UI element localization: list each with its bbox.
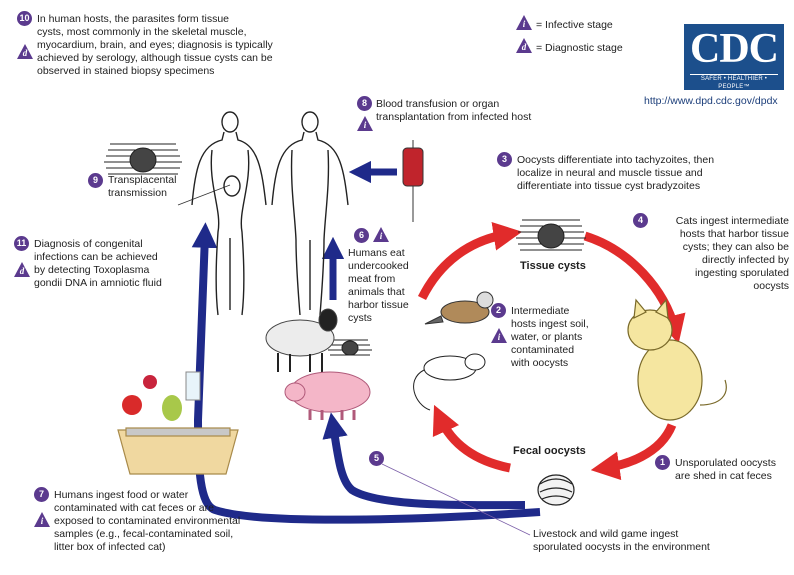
food-and-water-illustration (122, 372, 200, 421)
arrow-feces-to-rat (440, 418, 510, 468)
pig-illustration (285, 372, 370, 420)
step-9-badge: 9 (88, 173, 103, 188)
step-11-badge: 11 (14, 236, 29, 251)
tissue-cyst-glyph-livestock (328, 340, 372, 355)
step-1-badge: 1 (655, 455, 670, 470)
step-10-badge: 10 (17, 11, 32, 26)
step-2-badge: 2 (491, 303, 506, 318)
rat-illustration (414, 354, 485, 410)
tissue-cyst-glyph-main (516, 220, 586, 250)
sheep-illustration (266, 309, 337, 372)
fecal-oocysts-label: Fecal oocysts (513, 445, 586, 458)
step-5-badge: 5 (369, 451, 384, 466)
step-4-badge: 4 (633, 213, 648, 228)
infective-stage-legend: = Infective stage (536, 19, 613, 32)
step-7-badge: 7 (34, 487, 49, 502)
cdc-logo: CDC SAFER • HEALTHIER • PEOPLE™ (684, 24, 784, 90)
arrow-host-to-tissue (422, 234, 508, 298)
litter-box-illustration (118, 428, 238, 474)
tissue-cyst-glyph-human (104, 144, 182, 174)
cdc-url-link[interactable]: http://www.dpd.cdc.gov/dpdx (644, 95, 778, 108)
step-3-text: Oocysts differentiate into tachyzoites, … (517, 154, 714, 193)
step-3-badge: 3 (497, 152, 512, 167)
bird-illustration (425, 292, 493, 324)
man-figure (272, 112, 348, 315)
pointer-line-9 (178, 185, 230, 205)
tissue-cysts-label: Tissue cysts (520, 260, 586, 273)
step-10-text: In human hosts, the parasites form tissu… (37, 13, 273, 78)
blood-bag (403, 140, 423, 222)
diagnostic-stage-legend: = Diagnostic stage (536, 42, 623, 55)
fecal-oocyst-glyph (538, 475, 574, 505)
step-8-badge: 8 (357, 96, 372, 111)
step-6-badge: 6 (354, 228, 369, 243)
cat-illustration (628, 300, 726, 420)
